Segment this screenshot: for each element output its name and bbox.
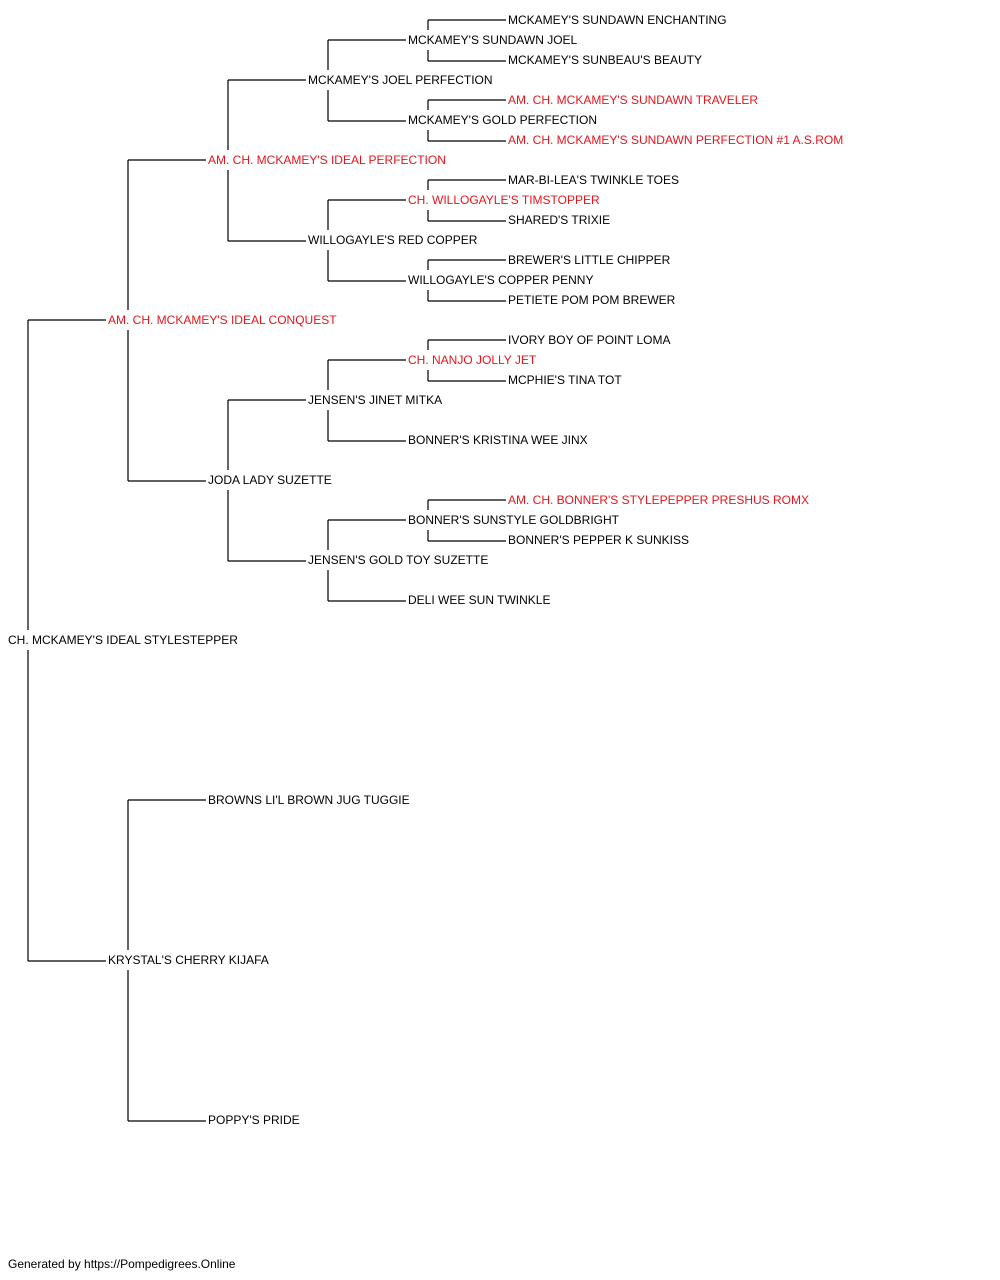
dog-name-subject-sire-dam-dam-sire: BONNER'S SUNSTYLE GOLDBRIGHT	[408, 513, 620, 527]
generated-by-footer: Generated by https://Pompedigrees.Online	[8, 1257, 236, 1271]
dog-name-subject-sire-sire-sire-dam: MCKAMEY'S GOLD PERFECTION	[408, 113, 597, 127]
dog-name-subject-sire-sire-dam-sire: CH. WILLOGAYLE'S TIMSTOPPER	[408, 193, 600, 207]
dog-name-subject-dam-dam: POPPY'S PRIDE	[208, 1113, 300, 1127]
dog-name-subject-sire-dam-sire-sire: CH. NANJO JOLLY JET	[408, 353, 537, 367]
dog-name-subject-sire-sire-sire: MCKAMEY'S JOEL PERFECTION	[308, 73, 493, 87]
dog-name-subject-sire-sire-sire-sire-sire: MCKAMEY'S SUNDAWN ENCHANTING	[508, 13, 727, 27]
dog-name-subject-sire-dam-dam: JENSEN'S GOLD TOY SUZETTE	[308, 553, 488, 567]
dog-name-subject-sire-dam-dam-sire-sire: AM. CH. BONNER'S STYLEPEPPER PRESHUS ROM…	[508, 493, 809, 507]
dog-name-subject-sire-dam-dam-sire-dam: BONNER'S PEPPER K SUNKISS	[508, 533, 689, 547]
dog-name-subject-dam-sire: BROWNS LI'L BROWN JUG TUGGIE	[208, 793, 410, 807]
dog-name-subject-sire-dam-sire-sire-dam: MCPHIE'S TINA TOT	[508, 373, 622, 387]
dog-name-subject-sire-sire-dam-dam: WILLOGAYLE'S COPPER PENNY	[408, 273, 593, 287]
dog-name-subject-sire-sire-dam-dam-sire: BREWER'S LITTLE CHIPPER	[508, 253, 671, 267]
dog-name-subject-sire-dam-sire-dam: BONNER'S KRISTINA WEE JINX	[408, 433, 588, 447]
dog-name-subject-sire-sire-sire-sire: MCKAMEY'S SUNDAWN JOEL	[408, 33, 578, 47]
dog-name-subject: CH. MCKAMEY'S IDEAL STYLESTEPPER	[8, 633, 238, 647]
dog-name-subject-dam: KRYSTAL'S CHERRY KIJAFA	[108, 953, 269, 967]
dog-name-subject-sire-sire-dam: WILLOGAYLE'S RED COPPER	[308, 233, 478, 247]
dog-name-subject-sire-sire: AM. CH. MCKAMEY'S IDEAL PERFECTION	[208, 153, 446, 167]
dog-name-subject-sire-dam: JODA LADY SUZETTE	[208, 473, 332, 487]
dog-name-subject-sire-dam-dam-dam: DELI WEE SUN TWINKLE	[408, 593, 550, 607]
dog-name-subject-sire-sire-dam-sire-sire: MAR-BI-LEA'S TWINKLE TOES	[508, 173, 679, 187]
dog-name-subject-sire-sire-sire-dam-dam: AM. CH. MCKAMEY'S SUNDAWN PERFECTION #1 …	[508, 133, 843, 147]
dog-name-subject-sire-dam-sire: JENSEN'S JINET MITKA	[308, 393, 442, 407]
dog-name-subject-sire-sire-dam-sire-dam: SHARED'S TRIXIE	[508, 213, 610, 227]
dog-name-subject-sire-dam-sire-sire-sire: IVORY BOY OF POINT LOMA	[508, 333, 671, 347]
dog-name-subject-sire: AM. CH. MCKAMEY'S IDEAL CONQUEST	[108, 313, 337, 327]
dog-name-subject-sire-sire-sire-sire-dam: MCKAMEY'S SUNBEAU'S BEAUTY	[508, 53, 702, 67]
dog-name-subject-sire-sire-dam-dam-dam: PETIETE POM POM BREWER	[508, 293, 676, 307]
dog-name-subject-sire-sire-sire-dam-sire: AM. CH. MCKAMEY'S SUNDAWN TRAVELER	[508, 93, 758, 107]
